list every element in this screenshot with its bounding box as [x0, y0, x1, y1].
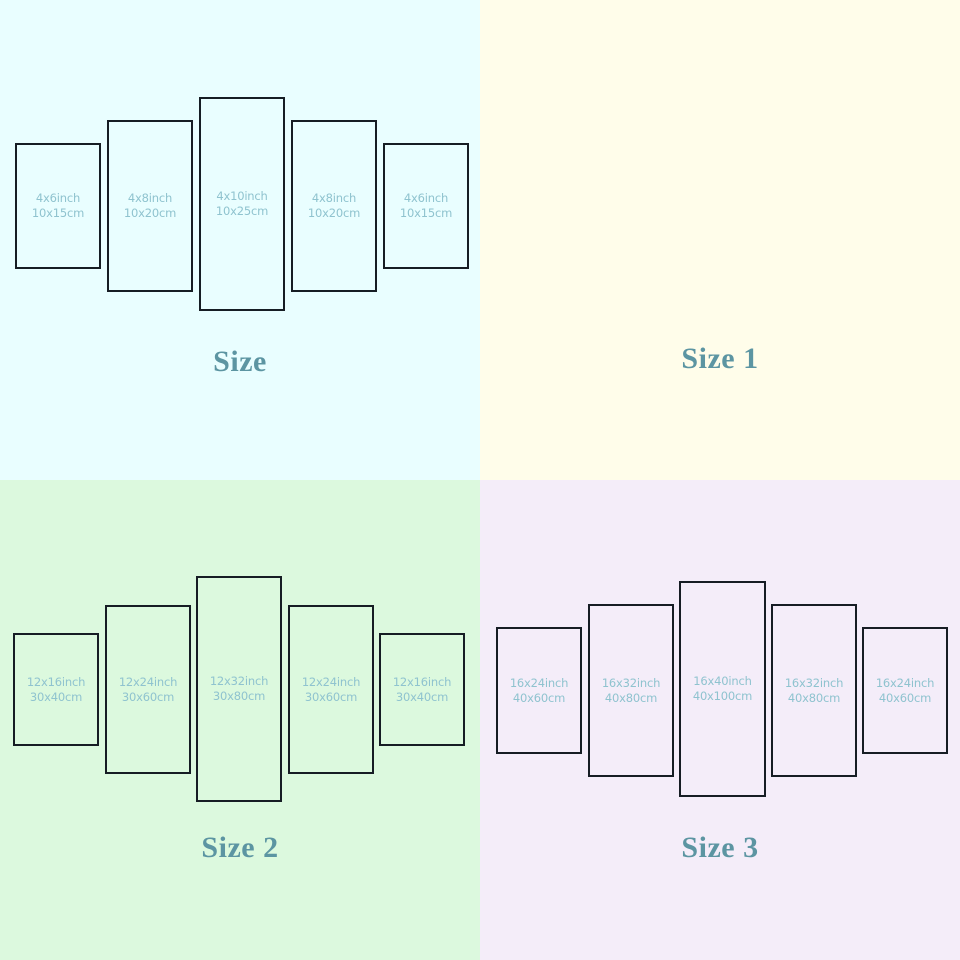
panel-size-cm: 30x80cm [212, 689, 266, 703]
panel-size-cm: 30x40cm [395, 689, 449, 704]
panel-size-cm: 40x60cm [512, 690, 566, 705]
panel-size-cm: 10x15cm [399, 206, 453, 220]
panel-size-inch: 4x8inch [127, 191, 173, 205]
panel-size-cm: 40x80cm [787, 690, 841, 705]
panel-size-cm: 40x60cm [878, 690, 932, 705]
panel-size-cm: 10x25cm [215, 204, 269, 218]
panel-size-cm: 10x20cm [307, 206, 361, 220]
panel-size-cm: 40x100cm [692, 689, 753, 703]
panel-size-inch: 16x32inch [601, 675, 661, 690]
panel-size-inch: 16x24inch [875, 675, 935, 690]
panel-size-inch: 12x24inch [118, 674, 178, 689]
panel-size-inch: 16x32inch [784, 675, 844, 690]
panel-size-cm: 10x20cm [123, 206, 177, 220]
quadrant-title-size: Size [213, 345, 267, 378]
quadrant-size-1: 8x14inch20x35cm8x18inch20x45cm8x22inch20… [480, 0, 960, 480]
quadrant-title-size-1: Size 1 [681, 342, 759, 375]
panel-size-inch: 4x6inch [403, 191, 449, 205]
panel-size-inch: 4x6inch [35, 191, 81, 205]
panel-size-cm: 40x80cm [604, 690, 658, 705]
quadrant-title-size-3: Size 3 [681, 831, 759, 864]
panel-size-inch: 16x40inch [693, 674, 752, 688]
panel-size-inch: 4x10inch [216, 189, 268, 203]
panel-group-size-1: 8x14inch20x35cm8x18inch20x45cm8x22inch20… [480, 0, 960, 330]
panel-size-cm: 30x60cm [121, 689, 175, 704]
panel-size-cm: 30x40cm [29, 689, 83, 704]
panel-size-inch: 12x16inch [26, 674, 86, 689]
panel-size-inch: 12x32inch [209, 674, 269, 688]
panel-size-inch: 12x16inch [392, 674, 452, 689]
panel-size-inch: 4x8inch [311, 191, 357, 205]
panel-size-cm: 30x60cm [304, 689, 358, 704]
panel-size-inch: 16x24inch [509, 675, 569, 690]
quadrant-title-size-2: Size 2 [201, 831, 279, 864]
panel-size-inch: 12x24inch [301, 674, 361, 689]
panel-size-cm: 10x15cm [31, 206, 85, 220]
